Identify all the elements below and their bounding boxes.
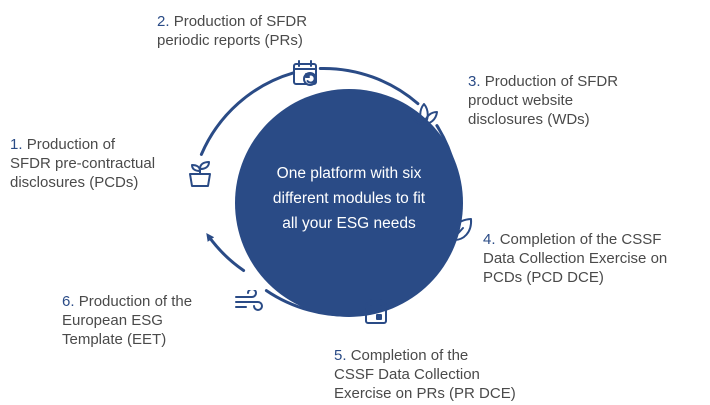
ring-arc-6-1 [206,233,246,272]
step-number: 1. [10,136,23,153]
step-number: 5. [334,347,347,364]
step-label-line: disclosures (PCDs) [10,174,139,191]
center-text: One platform with six different modules … [245,161,453,236]
step-number: 4. [483,231,496,248]
step-label-line: Data Collection Exercise on [483,250,668,267]
step-label-line: Production of SFDR [484,73,619,90]
ring-arc-2-3 [318,66,420,106]
center-circle [235,89,463,317]
step-number: 6. [62,293,75,310]
lotus-icon [410,103,438,125]
step-label-line: disclosures (WDs) [468,111,590,128]
step-label-line: Production of SFDR [173,13,308,30]
step-2: 2. Production of SFDR periodic reports (… [157,12,307,50]
step-label-line: periodic reports (PRs) [157,32,303,49]
center-line-1: One platform with six [276,165,422,182]
calendar-day-icon [365,299,387,324]
step-label-line: Template (EET) [62,331,167,348]
step-4: 4. Completion of the CSSF Data Collectio… [483,230,667,287]
step-label-line: Exercise on PRs (PR DCE) [334,385,516,402]
step-3: 3. Production of SFDR product website di… [468,72,618,129]
step-5: 5. Completion of the CSSF Data Collectio… [334,346,516,403]
wind-icon [235,290,263,311]
step-label-line: SFDR pre-contractual [10,155,156,172]
leaf-icon [450,218,473,242]
step-label-line: CSSF Data Collection [334,366,480,383]
center-line-2: different modules to fit [272,190,426,207]
step-1: 1. Production of SFDR pre-contractual di… [10,135,155,192]
ring-arc-1-2 [199,71,296,156]
step-label-line: Production of [26,136,116,153]
step-label-line: Completion of the [350,347,469,364]
center-line-3: all your ESG needs [282,215,416,232]
step-number: 3. [468,73,481,90]
step-label-line: Completion of the CSSF [499,231,662,248]
calendar-refresh-icon [293,60,317,86]
plant-pot-icon [189,161,211,187]
step-label-line: European ESG [62,312,163,329]
step-label-line: PCDs (PCD DCE) [483,269,604,286]
step-number: 2. [157,13,170,30]
step-6: 6. Production of the European ESG Templa… [62,292,192,349]
step-label-line: Production of the [78,293,193,310]
step-label-line: product website [468,92,574,109]
